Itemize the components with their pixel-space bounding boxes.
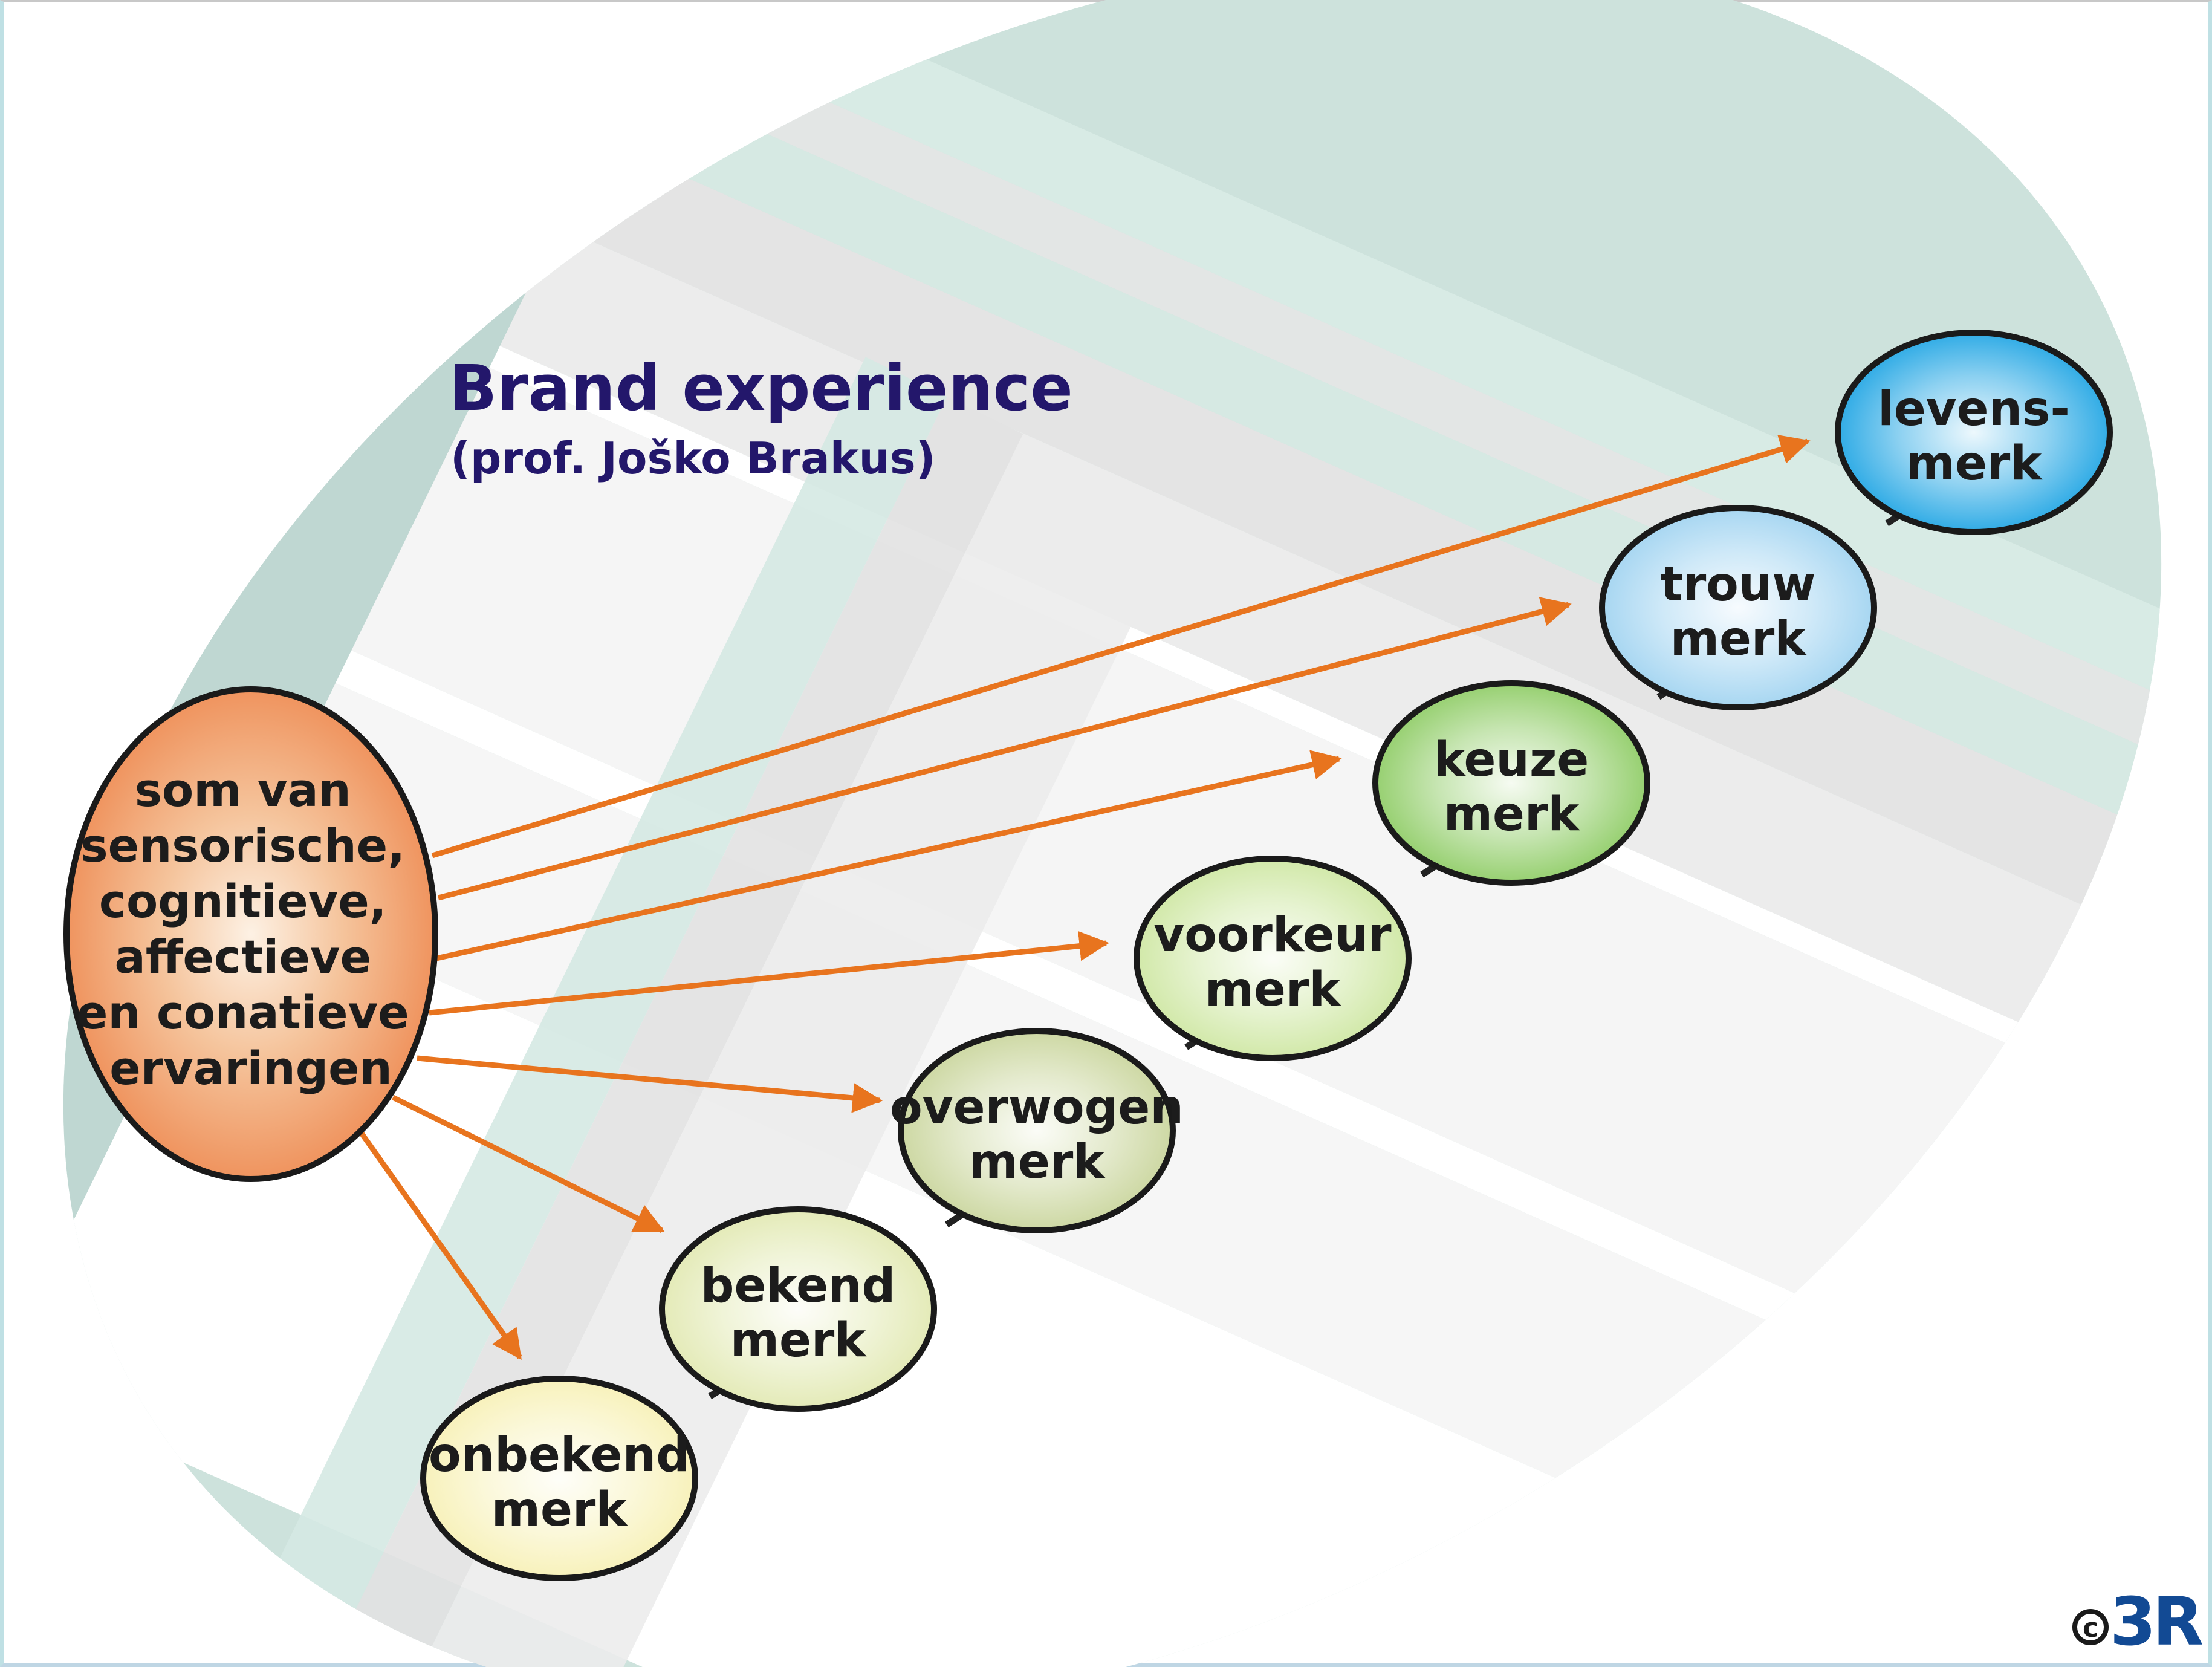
stage-ellipse [1599, 505, 1877, 710]
stage-label-line: keuze [1434, 733, 1589, 787]
source-label-line: en conatieve [77, 986, 409, 1039]
orange-arrow-to-keuze [436, 750, 1342, 961]
source-ellipse [63, 686, 438, 1182]
source-label-line: affectieve [115, 930, 371, 984]
stage-label-line: levens- [1878, 382, 2070, 437]
source-label-line: ervaringen [109, 1041, 392, 1095]
source-label-line: cognitieve, [99, 874, 387, 928]
stage-label-line: merk [1444, 787, 1581, 842]
stage-ellipse [659, 1206, 937, 1412]
orange-arrow-to-trouw [437, 597, 1572, 901]
stage-label-line: merk [730, 1313, 868, 1368]
orange-arrow-to-overwogen [417, 1055, 883, 1113]
stage-label-line: merk [491, 1483, 629, 1537]
stage-ellipse [420, 1376, 698, 1581]
stage-node-levens: levens-merk [1835, 330, 2113, 535]
stage-label-line: merk [1906, 437, 2043, 491]
source-node-experiences: som van sensorische, cognitieve, affecti… [63, 686, 438, 1182]
stage-label-line: bekend [701, 1259, 896, 1313]
orange-arrows [357, 435, 1811, 1360]
copyright-icon [2072, 1609, 2109, 1645]
stage-ellipse [898, 1028, 1176, 1233]
stage-ellipse [1134, 856, 1412, 1061]
stage-label-line: merk [1670, 612, 1808, 666]
logo-3r: 3R [2110, 1583, 2203, 1660]
stage-label-line: merk [1205, 963, 1342, 1017]
stage-label-line: onbekend [429, 1428, 690, 1483]
stage-label-line: overwogen [890, 1080, 1184, 1135]
stage-label: levens-merk [1878, 382, 2070, 491]
diagram-subtitle: (prof. Joško Brakus) [450, 433, 936, 484]
stage-label-line: voorkeur [1153, 908, 1392, 963]
orange-arrow-to-levens [431, 435, 1811, 859]
orange-arrow-to-onbekend [357, 1129, 522, 1360]
diagram-title: Brand experience [449, 351, 1073, 425]
source-label: som van sensorische, cognitieve, affecti… [77, 763, 425, 1095]
orange-arrow-to-bekend [392, 1094, 665, 1233]
stage-ellipse [1835, 330, 2113, 535]
copyright-c-letter: c [2083, 1613, 2098, 1643]
copyright-logo: c 3R [2072, 1583, 2207, 1660]
source-label-line: sensorische, [80, 819, 405, 872]
orange-arrow-to-voorkeur [429, 931, 1109, 1016]
stage-label-line: trouw [1661, 557, 1816, 612]
source-label-line: som van [135, 763, 351, 817]
stage-label-line: merk [969, 1135, 1106, 1189]
stage-ellipse [1372, 680, 1650, 886]
